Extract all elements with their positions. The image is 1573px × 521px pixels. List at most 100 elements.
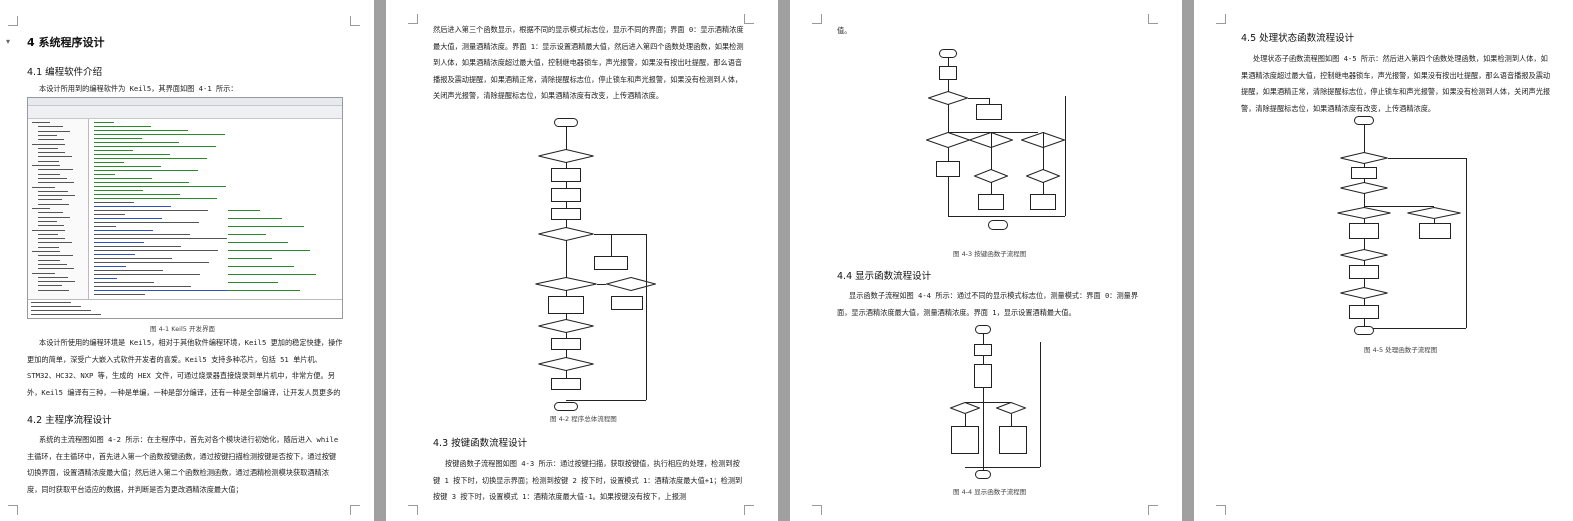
project-tree-entry <box>38 242 72 244</box>
crop-mark <box>1148 505 1158 515</box>
code-line <box>94 270 163 271</box>
project-tree-entry <box>38 263 67 265</box>
figure-4-4-caption: 图 4-4 显示函数子流程图 <box>953 488 1027 496</box>
flowchart-connector <box>1434 219 1435 223</box>
flowchart-terminal <box>1354 116 1374 125</box>
flowchart-process-box <box>551 168 581 182</box>
code-line <box>94 142 179 143</box>
flowchart-process-function <box>1337 113 1479 335</box>
code-comment <box>228 210 260 211</box>
ide-menubar <box>28 98 342 106</box>
build-output-line <box>31 310 91 311</box>
code-line <box>94 230 153 231</box>
project-tree-entry <box>38 169 73 171</box>
project-tree-entry <box>32 165 60 166</box>
code-line <box>94 134 225 135</box>
crop-mark <box>1216 14 1226 24</box>
project-tree-entry <box>32 251 60 252</box>
section-4-4-body: 显示函数子流程如图 4-4 所示：通过不同的显示模式标志位，测量模式：界面 0：… <box>837 291 1139 317</box>
project-tree-entry <box>32 186 55 188</box>
flowchart-decision-diamond <box>538 357 594 371</box>
project-tree-entry <box>38 203 69 205</box>
flowchart-decision-diamond <box>928 91 968 105</box>
crop-mark <box>1148 14 1158 24</box>
flowchart-key-function <box>918 46 1068 236</box>
flowchart-connector <box>1388 158 1466 159</box>
project-tree-entry <box>38 220 57 222</box>
code-line <box>94 158 207 159</box>
project-tree-entry <box>38 134 57 136</box>
crop-mark <box>744 505 754 515</box>
code-line <box>94 178 152 179</box>
code-line <box>94 206 171 207</box>
flowchart-decision-diamond <box>538 227 594 241</box>
flowchart-process-box <box>551 338 581 350</box>
flowchart-connector <box>991 132 992 206</box>
flowchart-connector <box>646 234 647 400</box>
flowchart-decision-diamond <box>1340 249 1388 261</box>
project-tree-entry <box>38 126 63 128</box>
flowchart-process-box <box>936 161 960 177</box>
flowchart-connector <box>983 330 984 472</box>
document-page-1: ▾ 4 系统程序设计 4.1 编程软件介绍 本设计所用到的编程软件为 Keil5… <box>0 0 374 521</box>
project-tree-entry <box>32 272 55 274</box>
flowchart-decision-diamond <box>1026 169 1060 183</box>
flowchart-process-box <box>1349 265 1379 279</box>
project-tree-entry <box>38 238 65 240</box>
flowchart-decision-diamond <box>926 132 970 148</box>
flowchart-terminal <box>939 49 957 58</box>
section-title-4-3: 4.3 按键函数流程设计 <box>433 438 528 449</box>
code-line <box>94 218 162 219</box>
project-tree-entry <box>38 276 68 278</box>
code-comment <box>228 218 282 219</box>
project-tree-entry <box>38 246 59 248</box>
flowchart-connector <box>1364 206 1434 207</box>
flowchart-decision-diamond <box>538 149 594 163</box>
flowchart-process-box <box>999 426 1027 454</box>
project-tree-entry <box>38 156 72 158</box>
build-output-line <box>31 306 81 307</box>
flowchart-decision-diamond <box>538 319 594 333</box>
keil-ide-screenshot <box>27 97 343 319</box>
ide-build-output <box>28 299 342 318</box>
flowchart-process-box <box>951 426 979 454</box>
project-tree-entry <box>38 182 74 184</box>
crop-mark <box>1216 505 1226 515</box>
crop-mark <box>350 16 360 26</box>
section-4-1-body: 本设计所使用的编程环境是 Keil5，相对于其他软件编程环境，Keil5 更加的… <box>27 338 343 397</box>
code-line <box>94 222 199 223</box>
flowchart-decision-diamond <box>996 402 1026 414</box>
code-line <box>94 214 125 215</box>
code-line <box>94 210 208 211</box>
code-comment <box>228 226 304 227</box>
flowchart-decision-diamond <box>1337 207 1391 219</box>
flowchart-decision-diamond <box>950 402 980 414</box>
flowchart-decision-diamond <box>1407 207 1461 219</box>
section-title-4-4: 4.4 显示函数流程设计 <box>837 271 932 282</box>
flowchart-connector <box>1043 132 1044 206</box>
section-4-2-body: 系统的主流程图如图 4-2 所示：在主程序中，首先对各个模块进行初始化，随后进入… <box>27 435 339 494</box>
flowchart-connector <box>566 124 567 386</box>
flowchart-decision-diamond <box>974 169 1008 183</box>
code-line <box>94 258 172 259</box>
flowchart-connector <box>968 98 989 99</box>
chapter-title: 4 系统程序设计 <box>27 36 105 49</box>
project-tree-entry <box>38 225 64 227</box>
project-tree-entry <box>38 259 60 261</box>
flowchart-process-box <box>1351 167 1377 179</box>
code-line <box>94 294 145 295</box>
project-tree-entry <box>38 195 75 197</box>
flowchart-connector <box>965 467 1040 468</box>
flowchart-connector <box>597 284 606 285</box>
flowchart-connector <box>1466 158 1467 328</box>
code-line <box>94 266 126 267</box>
project-tree-entry <box>38 289 69 291</box>
code-line <box>94 226 116 227</box>
flowchart-process-box <box>551 188 581 202</box>
project-tree-entry <box>38 216 70 218</box>
code-line <box>94 166 161 167</box>
collapse-heading-icon[interactable]: ▾ <box>6 37 11 46</box>
flowchart-process-box <box>976 104 1002 120</box>
code-line <box>94 186 226 187</box>
project-tree-entry <box>38 147 58 149</box>
